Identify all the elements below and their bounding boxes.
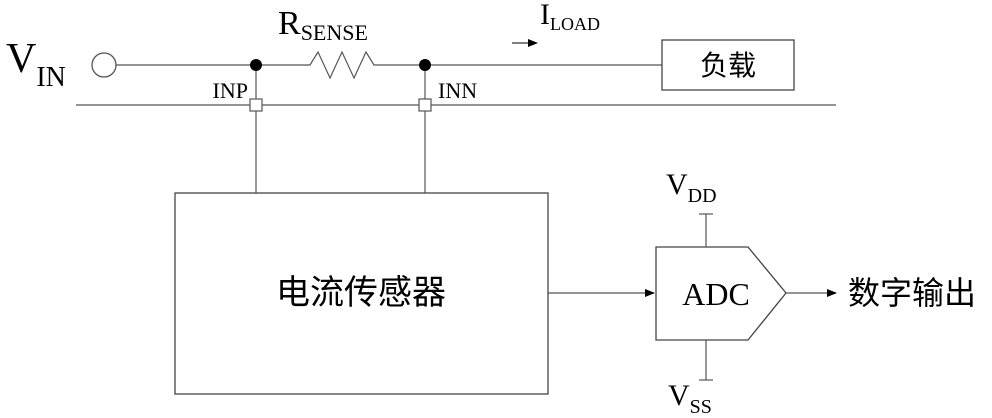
inp-pin: [249, 98, 263, 112]
inp-label: INP: [213, 78, 248, 103]
current-sensor-label: 电流传感器: [276, 273, 446, 313]
load-box: [661, 39, 795, 91]
rsense-resistor: [300, 50, 385, 80]
vdd-label: VDD: [666, 168, 717, 207]
vss-label: VSS: [668, 379, 712, 418]
adc-block: [655, 246, 787, 341]
vin-terminal: [91, 52, 117, 78]
adc-label: ADC: [682, 276, 750, 312]
inn-node: [419, 59, 431, 71]
current-sensor-box: [174, 192, 549, 395]
digital-output-label: 数字输出: [848, 274, 976, 312]
load-label: 负载: [700, 49, 756, 82]
inn-pin: [418, 98, 432, 112]
inp-node: [250, 59, 262, 71]
vin-label: VIN: [6, 36, 66, 93]
rsense-label: RSENSE: [278, 5, 368, 45]
inn-label: INN: [438, 78, 477, 103]
iload-label: ILOAD: [540, 0, 600, 34]
